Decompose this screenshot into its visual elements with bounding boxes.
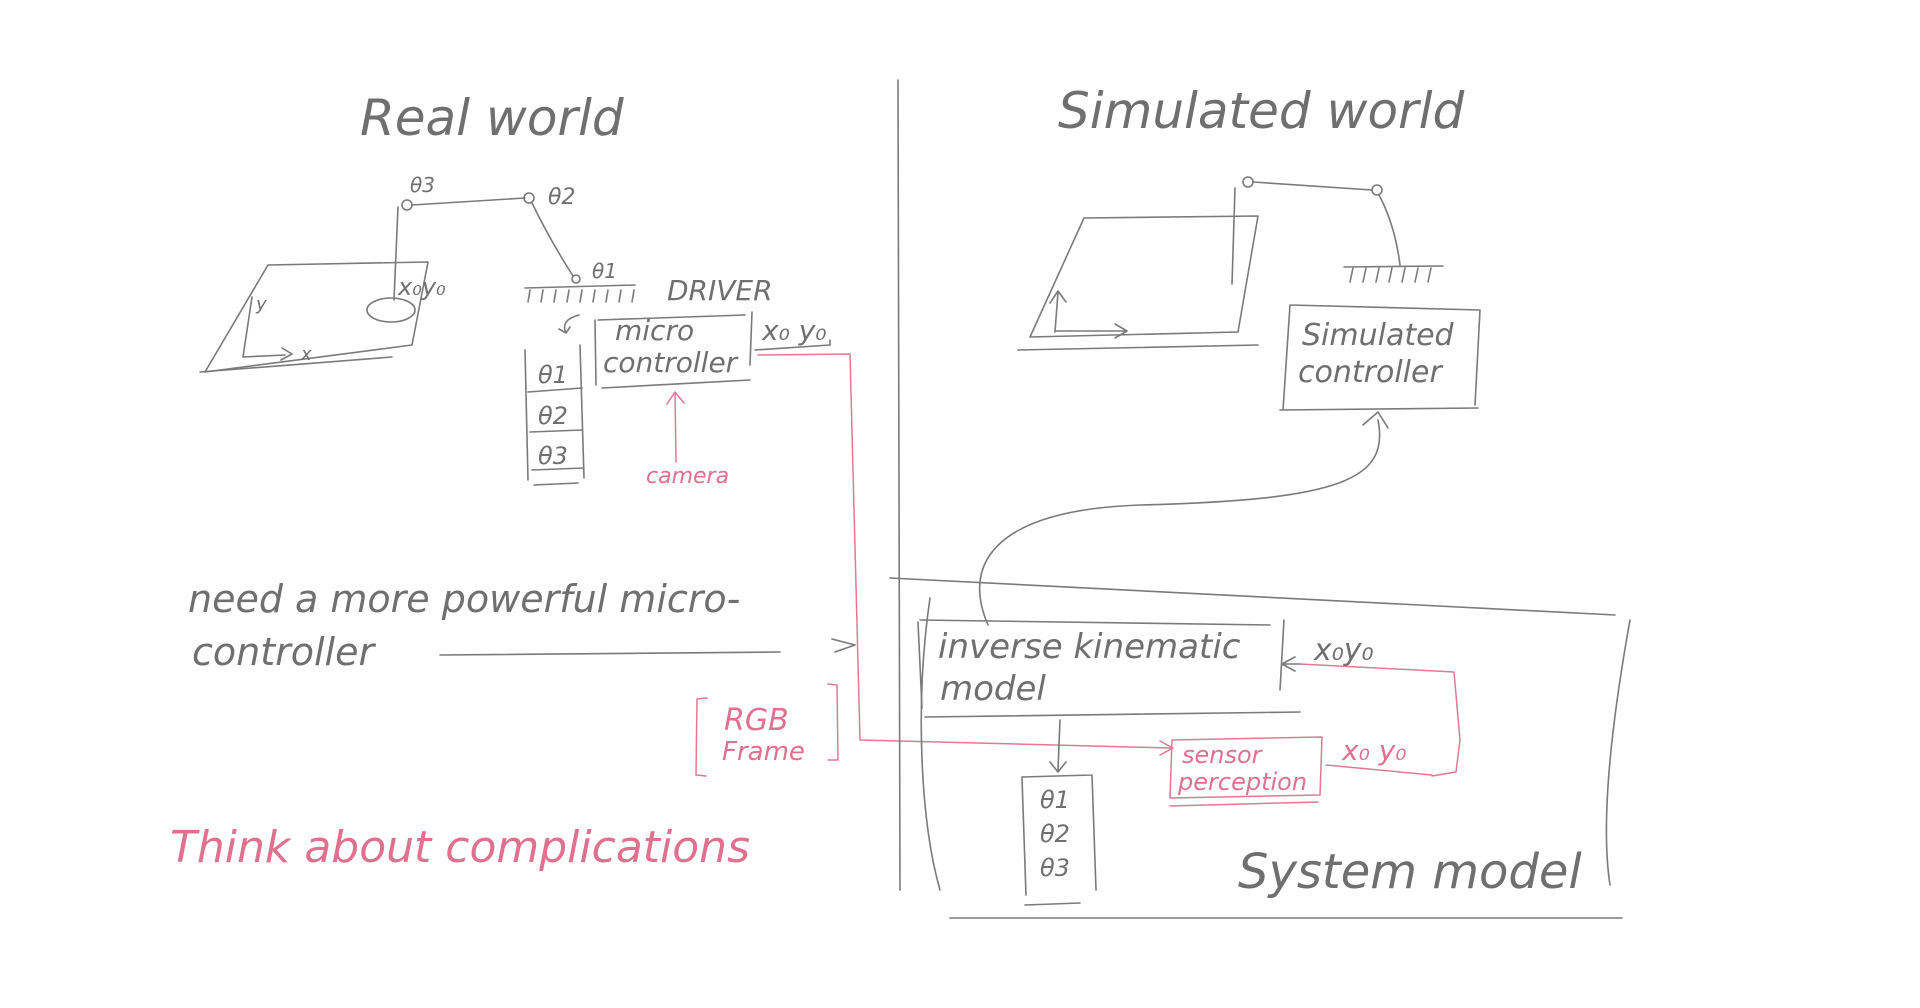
system-model-boundary: [889, 577, 1631, 919]
camera-label: camera: [646, 464, 729, 489]
robot-base-ground: [524, 284, 636, 289]
x-arrow: [280, 347, 293, 361]
ik-to-sim-controller-arrow: [978, 411, 1389, 626]
camera-arrow: [666, 391, 685, 463]
system-model-panel: System model inverse kinematic model x₀y…: [889, 577, 1631, 919]
system-theta-stack: [1021, 774, 1097, 906]
simulated-controller-box: [1279, 304, 1481, 411]
target-label: x₀y₀: [397, 273, 446, 301]
sensor-line1: sensor: [1182, 741, 1264, 769]
system-model-label: System model: [1238, 844, 1582, 900]
target-ellipse: [366, 297, 416, 323]
theta1-label: θ1: [592, 259, 617, 283]
real-stack-theta1: θ1: [538, 361, 568, 389]
microcontroller-line1: micro: [615, 314, 694, 347]
ik-model-line1: inverse kinematic: [938, 627, 1241, 667]
microcontroller-line2: controller: [603, 346, 739, 379]
rgb-brackets: [695, 683, 839, 777]
xy-axes: [242, 296, 286, 358]
real-world-title: Real world: [360, 89, 624, 147]
notes-panel: need a more powerful micro- controller R…: [170, 577, 856, 873]
sim-plane-base: [1017, 344, 1259, 351]
sim-arm-base-link: [1378, 194, 1401, 266]
ground-hatch: [527, 289, 635, 303]
ik-model-line2: model: [940, 669, 1046, 709]
sim-workspace-plane: [1029, 215, 1259, 338]
sys-stack-theta3: θ3: [1040, 854, 1070, 882]
workspace-plane: [204, 261, 429, 373]
feedback-arrowhead: [1281, 656, 1301, 672]
feedback-loop-line: [1299, 663, 1461, 777]
microcontroller-box: [594, 311, 831, 389]
sim-ground-hatch: [1343, 265, 1444, 283]
sim-arm-middle-link: [1252, 181, 1373, 191]
joint-theta1: [571, 274, 581, 284]
driver-label: DRIVER: [667, 274, 773, 307]
sim-axes: [1049, 290, 1128, 339]
world-divider: [897, 79, 901, 891]
real-stack-theta3: θ3: [538, 442, 568, 470]
sys-stack-theta2: θ2: [1040, 820, 1070, 848]
sensor-output-label: x₀ y₀: [1341, 734, 1407, 767]
arm-middle-link: [411, 197, 526, 206]
note-line2: controller: [192, 630, 376, 674]
real-theta-stack: [524, 344, 585, 486]
microcontroller-output: x₀ y₀: [761, 314, 827, 347]
joint-theta3: [401, 199, 413, 211]
sim-controller-line1: Simulated: [1302, 318, 1455, 353]
simulated-world-title: Simulated world: [1058, 82, 1464, 140]
sys-stack-theta1: θ1: [1040, 786, 1070, 814]
arm-end-link: [393, 206, 399, 301]
sim-arm-end-link: [1231, 187, 1236, 285]
sim-joint-a: [1242, 176, 1254, 188]
axis-y-label: y: [255, 294, 267, 315]
sensor-output-line: [1325, 764, 1433, 776]
theta3-label: θ3: [410, 173, 435, 197]
simulated-world-panel: Simulated world Simulated controller: [978, 82, 1481, 626]
sim-controller-line2: controller: [1298, 355, 1443, 390]
axis-x-label: x: [300, 344, 312, 365]
plane-base-line: [199, 356, 393, 373]
rgb-line2: Frame: [722, 737, 805, 767]
sim-joint-b: [1371, 184, 1383, 196]
ik-input-label: x₀y₀: [1313, 633, 1374, 668]
rgb-line1: RGB: [724, 703, 789, 738]
arm-base-link: [531, 202, 574, 277]
real-stack-theta2: θ2: [538, 402, 568, 430]
driver-hook-arrow: [558, 314, 580, 334]
sensor-perception-box: [1169, 736, 1323, 807]
ik-model-box: [917, 619, 1301, 718]
note-arrow: [439, 638, 856, 656]
note-line1: need a more powerful micro-: [188, 577, 740, 621]
reminder-text: Think about complications: [170, 822, 750, 873]
theta2-label: θ2: [548, 185, 575, 210]
joint-theta2: [523, 192, 535, 204]
real-world-panel: Real world y x x₀y₀ θ3 θ2 θ1 DRIVER micr…: [199, 89, 1174, 756]
ik-to-stack-arrow: [1049, 719, 1067, 773]
controller-to-sensor-line: [757, 353, 1174, 756]
sensor-line2: perception: [1177, 768, 1307, 796]
